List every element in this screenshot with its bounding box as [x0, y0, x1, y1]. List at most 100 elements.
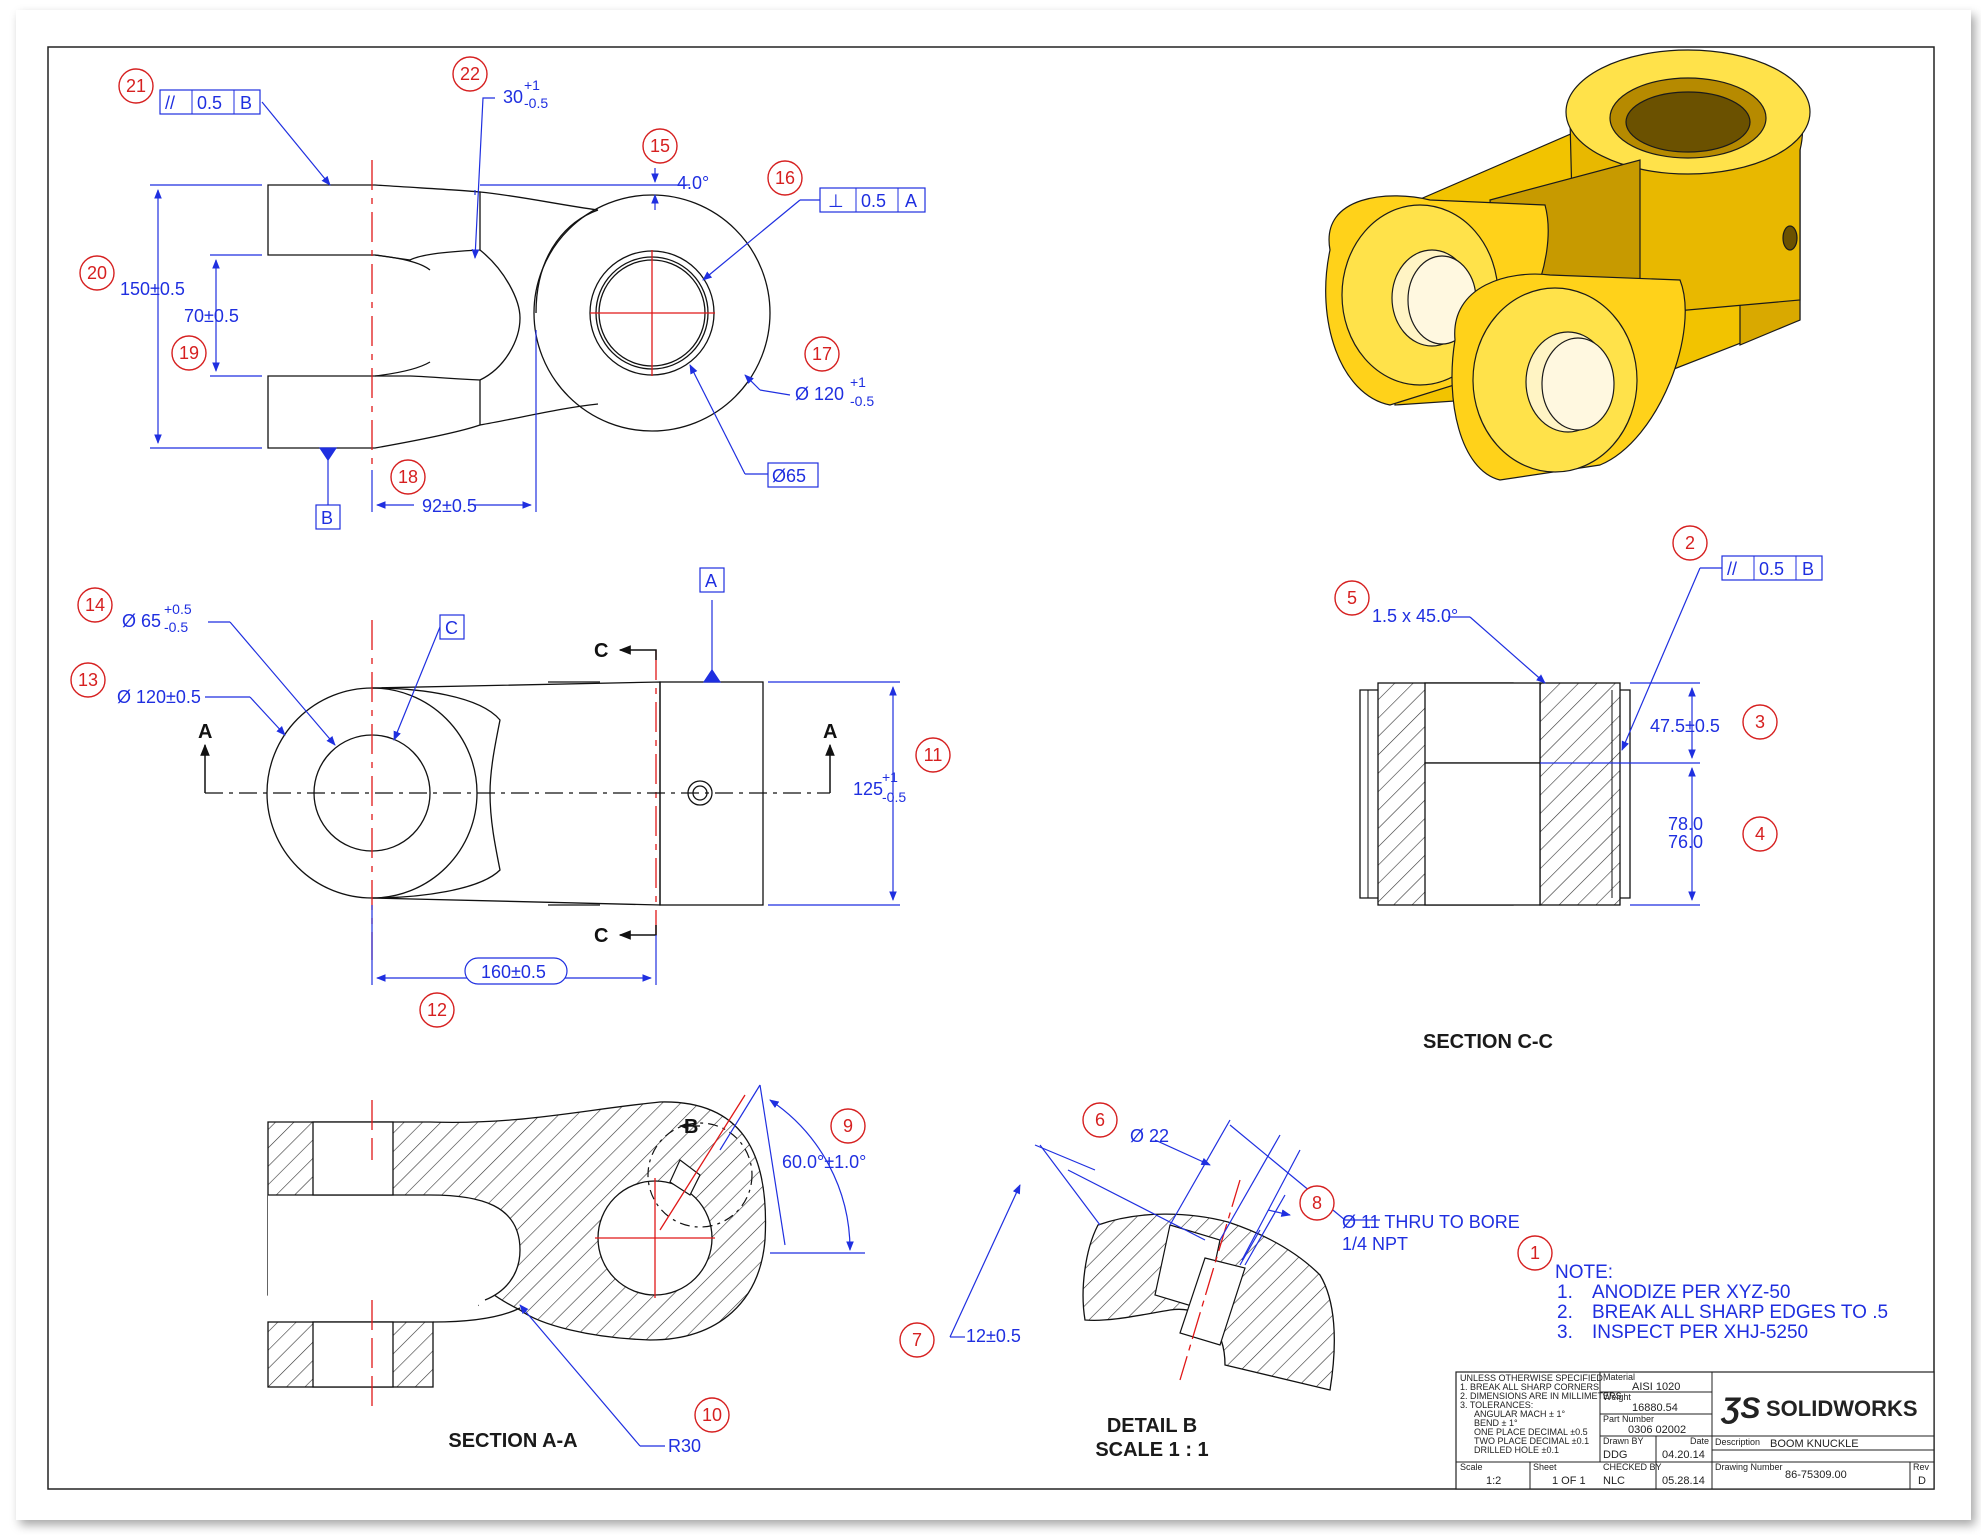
fcf-21: // 0.5 B	[159, 89, 261, 115]
tb-checked-by: NLC	[1603, 1475, 1625, 1487]
tb-spec-2: 2. DIMENSIONS ARE IN MILLIMETERS	[1460, 1391, 1622, 1401]
front-view-dimensions	[205, 567, 900, 985]
fcf-16-datum: A	[905, 191, 917, 211]
balloon-10: 10	[694, 1397, 730, 1433]
section-mark-c-top: C	[594, 640, 608, 662]
fcf-2-datum: B	[1802, 559, 1814, 579]
balloon-21: 21	[118, 68, 154, 104]
balloon-13: 13	[70, 662, 106, 698]
section-mark-a-left: A	[198, 721, 212, 743]
balloon-11: 11	[915, 737, 951, 773]
tb-spec-3: 3. TOLERANCES:	[1460, 1400, 1533, 1410]
tb-material-label: Material	[1603, 1372, 1635, 1382]
tb-spec-6: ONE PLACE DECIMAL ±0.5	[1474, 1427, 1588, 1437]
balloon-label-3: 3	[1755, 712, 1765, 732]
balloon-label-15: 15	[650, 136, 670, 156]
note-1-num: 1.	[1557, 1282, 1573, 1303]
dim-70: 70±0.5	[184, 306, 239, 326]
section-aa-centerlines	[371, 1094, 746, 1410]
tb-rev-label: Rev	[1913, 1462, 1930, 1472]
solidworks-logo-icon: ƷS SOLIDWORKS	[1720, 1392, 1918, 1425]
fcf-16: ⊥ 0.5 A	[819, 187, 926, 213]
dim-npt: 1/4 NPT	[1342, 1234, 1408, 1254]
balloon-1: 1	[1517, 1235, 1553, 1271]
tb-spec-0: UNLESS OTHERWISE SPECIFIED:	[1460, 1373, 1605, 1383]
dim-angle-4: 4.0°	[677, 173, 709, 193]
dim-150: 150±0.5	[120, 279, 185, 299]
detail-b	[1082, 1213, 1335, 1391]
section-cc-dimensions	[1448, 567, 1722, 906]
balloon-17: 17	[804, 336, 840, 372]
balloon-3: 3	[1742, 704, 1778, 740]
balloon-label-9: 9	[843, 1116, 853, 1136]
isometric-part	[1325, 49, 1811, 481]
tb-spec-7: TWO PLACE DECIMAL ±0.1	[1474, 1436, 1589, 1446]
section-aa	[267, 1101, 767, 1388]
dim-dia-22: Ø 22	[1130, 1126, 1169, 1146]
datum-a-label: A	[705, 571, 717, 591]
fcf-21-tolerance: 0.5	[197, 93, 222, 113]
svg-text:ƷS: ƷS	[1720, 1392, 1760, 1425]
balloon-12: 12	[419, 992, 455, 1028]
dim-dia-120-plus: +1	[850, 374, 866, 390]
balloon-label-13: 13	[78, 670, 98, 690]
balloon-9: 9	[830, 1108, 866, 1144]
balloon-label-20: 20	[87, 263, 107, 283]
tb-rev: D	[1918, 1475, 1926, 1487]
tb-spec-1: 1. BREAK ALL SHARP CORNERS	[1460, 1382, 1599, 1392]
balloon-label-21: 21	[126, 76, 146, 96]
datum-b-label: B	[321, 508, 333, 528]
dim-r30: R30	[668, 1436, 701, 1456]
notes-block: NOTE: 1. ANODIZE PER XYZ-50 2. BREAK ALL…	[1555, 1262, 1888, 1343]
balloon-label-7: 7	[912, 1330, 922, 1350]
dim-dia-120: Ø 120	[795, 384, 844, 404]
top-view-dimensions	[150, 97, 820, 530]
balloon-20: 20	[79, 255, 115, 291]
balloon-label-16: 16	[775, 168, 795, 188]
tb-drawing-number-label: Drawing Number	[1715, 1462, 1783, 1472]
note-3-num: 3.	[1557, 1322, 1573, 1343]
balloon-label-1: 1	[1530, 1243, 1540, 1263]
fcf-2-symbol: //	[1727, 559, 1737, 579]
tb-drawn-by: DDG	[1603, 1449, 1627, 1461]
tb-spec-8: DRILLED HOLE ±0.1	[1474, 1445, 1559, 1455]
tb-material: AISI 1020	[1632, 1381, 1680, 1393]
tb-drawn-label: Drawn BY	[1603, 1436, 1644, 1446]
tb-checked-date: 05.28.14	[1662, 1475, 1705, 1487]
dim-30: 30	[503, 87, 523, 107]
datum-c-label: C	[445, 618, 458, 638]
balloon-label-4: 4	[1755, 824, 1765, 844]
balloon-label-17: 17	[812, 344, 832, 364]
notes-header: NOTE:	[1555, 1262, 1613, 1283]
fcf-21-datum: B	[240, 93, 252, 113]
tb-weight-label: Weight	[1603, 1392, 1631, 1402]
balloon-label-8: 8	[1312, 1193, 1322, 1213]
tb-sheet: 1 OF 1	[1552, 1475, 1586, 1487]
detail-b-centerline	[1179, 1179, 1241, 1381]
dim-dia-120b: Ø 120±0.5	[117, 687, 201, 707]
dim-92: 92±0.5	[422, 496, 477, 516]
tb-description-label: Description	[1715, 1437, 1760, 1447]
balloon-2: 2	[1672, 525, 1708, 561]
balloon-label-12: 12	[427, 1000, 447, 1020]
balloon-7: 7	[899, 1322, 935, 1358]
tb-date-label: Date	[1690, 1436, 1709, 1446]
dim-30-minus: -0.5	[524, 95, 548, 111]
label-detail-b: DETAIL B	[1107, 1415, 1197, 1437]
dim-30-plus: +1	[524, 77, 540, 93]
tb-sheet-label: Sheet	[1533, 1462, 1557, 1472]
fcf-2: // 0.5 B	[1721, 555, 1823, 581]
front-view-centerlines	[205, 620, 830, 960]
balloon-label-18: 18	[398, 467, 418, 487]
balloon-label-11: 11	[924, 745, 943, 765]
tb-drawing-number: 86-75309.00	[1785, 1469, 1847, 1481]
tb-scale-label: Scale	[1460, 1462, 1483, 1472]
dim-125: 125	[853, 779, 883, 799]
label-section-aa: SECTION A-A	[448, 1430, 577, 1452]
balloon-15: 15	[642, 128, 678, 164]
drawing-border	[47, 46, 1935, 1490]
tb-spec-5: BEND ± 1°	[1474, 1418, 1518, 1428]
balloon-label-14: 14	[85, 595, 105, 615]
